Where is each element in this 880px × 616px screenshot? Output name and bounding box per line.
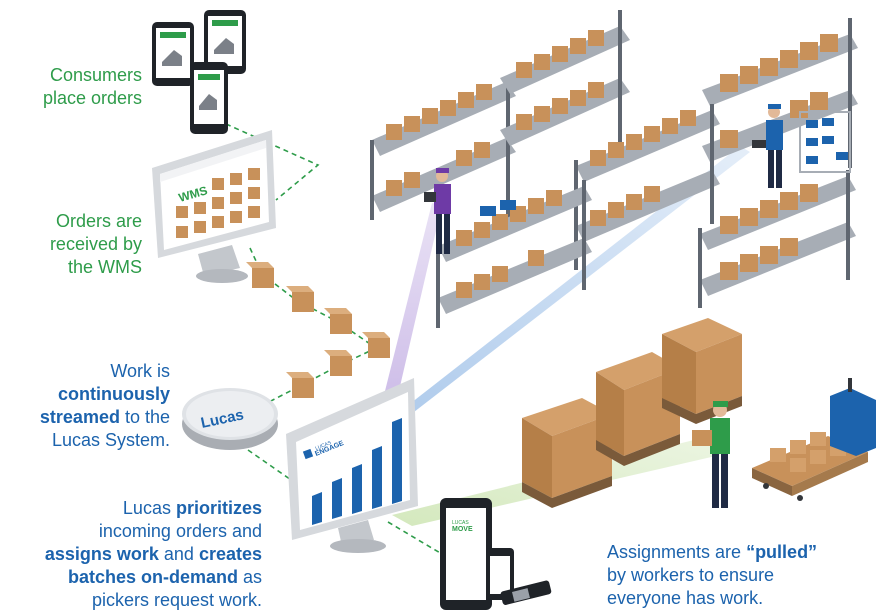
emphasis-text: “pulled” — [746, 542, 818, 562]
label-line: pickers request work. — [91, 590, 262, 610]
emphasis-text: assigns work — [44, 544, 159, 564]
label-line: incoming orders and — [98, 521, 262, 541]
label-line: everyone has work. — [607, 588, 764, 608]
label-assignments-pulled: Assignments are “pulled” by workers to e… — [607, 541, 879, 610]
emphasis-text: batches on-demand — [67, 567, 238, 587]
worker-purple — [424, 168, 451, 254]
order-box-stream — [246, 262, 390, 398]
signal-beam-purple — [384, 203, 442, 395]
label-text: to the — [119, 407, 170, 427]
label-line: place orders — [42, 88, 142, 108]
label-text: and — [158, 544, 199, 564]
mobile-devices — [440, 498, 552, 610]
emphasis-text: streamed — [39, 407, 120, 427]
emphasis-text: continuously — [58, 384, 170, 404]
label-line: batches on-demand as — [0, 566, 262, 589]
label-line: Assignments are “pulled” — [607, 541, 879, 564]
label-line: received by — [49, 234, 142, 254]
label-line: by workers to ensure — [607, 565, 775, 585]
label-text: Assignments are — [607, 542, 747, 562]
label-line: Orders are — [55, 211, 142, 231]
worker-green — [692, 401, 730, 508]
label-lucas-prioritizes: Lucas prioritizes incoming orders and as… — [0, 497, 262, 612]
wms-monitor — [152, 130, 276, 283]
label-work-streamed: Work is continuously streamed to the Luc… — [0, 360, 170, 452]
move-brand-small: LUCAS — [452, 520, 469, 526]
label-line: Consumers — [49, 65, 142, 85]
label-line: Lucas prioritizes — [0, 497, 262, 520]
label-line: the WMS — [67, 257, 142, 277]
engage-monitor — [286, 378, 418, 553]
label-line: Lucas System. — [51, 430, 170, 450]
move-brand: MOVE — [452, 526, 473, 533]
lucas-system-disk — [182, 388, 278, 450]
label-line: continuously — [0, 383, 170, 406]
emphasis-text: prioritizes — [175, 498, 262, 518]
label-text: as — [237, 567, 262, 587]
emphasis-text: creates — [198, 544, 262, 564]
label-orders-received: Orders are received by the WMS — [10, 210, 142, 279]
worker-blue — [752, 104, 783, 188]
label-line: assigns work and creates — [0, 543, 262, 566]
pallet-jack — [752, 378, 876, 501]
consumer-tablets — [152, 10, 246, 134]
label-line: streamed to the — [0, 406, 170, 429]
pallet-stacks — [522, 318, 742, 508]
label-consumers-place-orders: Consumers place orders — [10, 64, 142, 110]
label-line: Work is — [110, 361, 170, 381]
signal-beam-blue — [402, 146, 750, 412]
label-text: Lucas — [122, 498, 176, 518]
